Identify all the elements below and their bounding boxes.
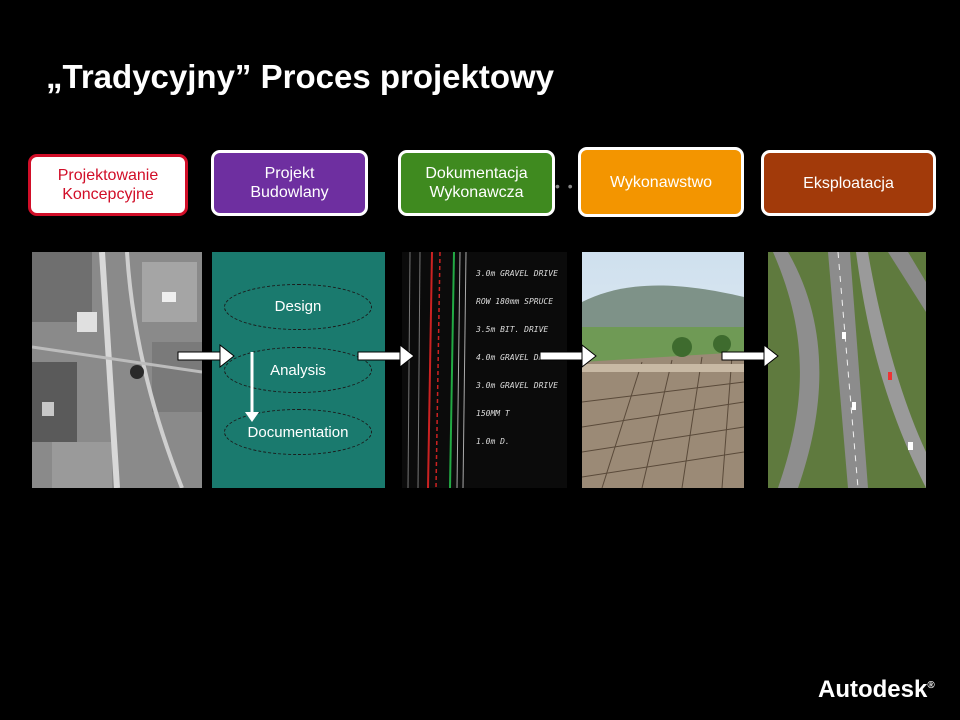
stage-label-line1: Wykonawstwo <box>609 173 713 191</box>
stage-eksploatacja: Eksploatacja <box>761 150 936 216</box>
page-title: „Tradycyjny” Proces projektowy <box>46 58 555 95</box>
documentation-oval <box>224 409 372 455</box>
stage-label-line1: Projektowanie <box>57 167 159 184</box>
stage-wykonawstwo: Wykonawstwo <box>578 147 744 217</box>
design-oval <box>224 284 372 330</box>
stage-label-line2: Budowlany <box>250 184 329 201</box>
highway-photo-image <box>768 252 926 488</box>
analysis-label: Analysis <box>270 362 326 379</box>
autodesk-logo: Autodesk® <box>818 676 935 704</box>
drawing-note: 3.0m GRAVEL DRIVE <box>476 269 558 278</box>
stage-label-line1: Eksploatacja <box>803 174 894 192</box>
drawing-note: 3.5m BIT. DRIVE <box>476 325 549 334</box>
analysis-oval <box>224 347 372 393</box>
logo-text: Autodesk <box>818 676 928 703</box>
stage-label-line1: Dokumentacja <box>425 165 528 182</box>
stage-label-line1: Projekt <box>264 165 315 182</box>
connector-dots: • • <box>555 178 575 194</box>
cad-drawing-image: 3.0m GRAVEL DRIVE ROW 180mm SPRUCE 3.5m … <box>402 252 567 488</box>
down-arrow-icon <box>245 352 259 422</box>
stage-label-line2: Wykonawcza <box>429 184 524 201</box>
drawing-note: 3.0m GRAVEL DRIVE <box>476 381 558 390</box>
documentation-label: Documentation <box>247 424 349 441</box>
design-label: Design <box>274 298 322 315</box>
aerial-photo-image <box>32 252 202 488</box>
stage-label-line2: Koncepcyjne <box>62 186 154 203</box>
logo-registered-mark: ® <box>927 680 935 691</box>
drawing-note: 150MM T <box>476 409 510 418</box>
construction-photo-image <box>582 252 744 488</box>
design-analysis-panel: Design Analysis Documentation <box>212 252 385 488</box>
drawing-note: 1.0m D. <box>476 437 510 446</box>
drawing-note: ROW 180mm SPRUCE <box>476 297 554 306</box>
drawing-note: 4.0m GRAVEL DRIVE <box>476 353 558 362</box>
